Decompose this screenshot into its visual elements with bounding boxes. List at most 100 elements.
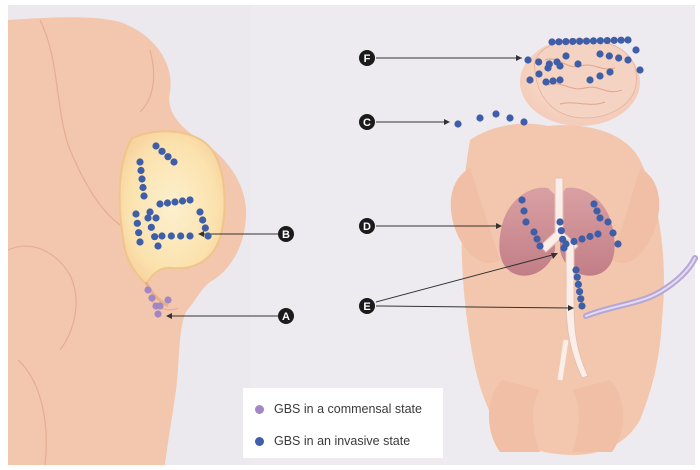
invasive-bacterium (177, 232, 184, 239)
invasive-bacterium (518, 196, 525, 203)
invasive-bacterium (556, 76, 563, 83)
invasive-bacterium (615, 54, 622, 61)
commensal-bacterium (156, 302, 163, 309)
invasive-bacterium (132, 210, 139, 217)
invasive-bacterium (156, 200, 163, 207)
invasive-bacterium (202, 224, 209, 231)
invasive-bacterium (152, 142, 159, 149)
invasive-bacterium (562, 52, 569, 59)
invasive-bacterium (139, 184, 146, 191)
marker-F: F (359, 50, 375, 66)
invasive-bacterium (536, 242, 543, 249)
invasive-bacterium (535, 70, 542, 77)
invasive-bacterium (152, 214, 159, 221)
invasive-bacterium (134, 220, 141, 227)
invasive-bacterium (606, 68, 613, 75)
invasive-bacterium (586, 233, 593, 240)
invasive-bacterium (535, 58, 542, 65)
invasive-bacterium (158, 148, 165, 155)
invasive-bacterium (196, 208, 203, 215)
invasive-bacterium (609, 229, 616, 236)
invasive-bacterium (576, 38, 583, 45)
commensal-bacterium (144, 286, 151, 293)
invasive-bacterium (562, 38, 569, 45)
svg-text:A: A (282, 311, 290, 323)
invasive-bacterium (454, 120, 461, 127)
invasive-bacterium (526, 76, 533, 83)
invasive-bacterium (136, 158, 143, 165)
invasive-bacterium (614, 240, 621, 247)
invasive-bacterium (168, 232, 175, 239)
invasive-bacterium (533, 235, 540, 242)
svg-text:D: D (363, 221, 371, 233)
commensal-bacterium (154, 310, 161, 317)
invasive-bacterium (492, 110, 499, 117)
invasive-bacterium (530, 228, 537, 235)
invasive-bacterium (617, 37, 624, 44)
invasive-bacterium (140, 192, 147, 199)
invasive-bacterium (158, 232, 165, 239)
invasive-bacterium (574, 274, 581, 281)
invasive-bacterium (578, 302, 585, 309)
invasive-bacterium (555, 38, 562, 45)
invasive-bacterium (520, 118, 527, 125)
invasive-bacterium (596, 72, 603, 79)
invasive-bacterium (520, 207, 527, 214)
invasive-bacterium (135, 229, 142, 236)
invasive-bacterium (611, 37, 618, 44)
invasive-bacterium (583, 37, 590, 44)
invasive-bacterium (186, 232, 193, 239)
svg-text:B: B (282, 229, 290, 241)
invasive-bacterium (604, 37, 611, 44)
invasive-bacterium (146, 208, 153, 215)
invasive-bacterium (136, 238, 143, 245)
marker-C: C (359, 114, 375, 130)
legend: GBS in a commensal state GBS in an invas… (243, 388, 443, 458)
invasive-bacterium (570, 238, 577, 245)
svg-text:F: F (364, 53, 371, 65)
invasive-bacterium (186, 196, 193, 203)
invasive-bacterium (170, 158, 177, 165)
legend-invasive-label: GBS in an invasive state (274, 434, 410, 448)
marker-E: E (359, 298, 375, 314)
legend-item-invasive: GBS in an invasive state (255, 434, 410, 448)
invasive-bacterium (569, 38, 576, 45)
invasive-bacterium (199, 216, 206, 223)
invasive-bacterium (624, 36, 631, 43)
invasive-bacterium (604, 218, 611, 225)
marker-B: B (278, 226, 294, 242)
invasive-bacterium (590, 200, 597, 207)
marker-A: A (278, 308, 294, 324)
invasive-bacterium (544, 64, 551, 71)
marker-D: D (359, 218, 375, 234)
invasive-bacterium (562, 240, 569, 247)
invasive-bacterium (578, 235, 585, 242)
invasive-bacterium (164, 153, 171, 160)
legend-commensal-label: GBS in a commensal state (274, 402, 422, 416)
invasive-bacterium (522, 218, 529, 225)
invasive-bacterium (597, 37, 604, 44)
invasive-bacterium (204, 232, 211, 239)
invasive-bacterium (594, 230, 601, 237)
invasive-bacterium (137, 167, 144, 174)
invasive-bacterium (558, 227, 565, 234)
invasive-bacterium (548, 38, 555, 45)
invasive-bacterium (586, 76, 593, 83)
invasive-bacterium (624, 56, 631, 63)
invasive-bacterium (572, 266, 579, 273)
invasive-bacterium (575, 281, 582, 288)
invasive-bacterium (549, 77, 556, 84)
invasive-bacterium (596, 50, 603, 57)
invasive-bacterium (171, 198, 178, 205)
invasive-bacterium (524, 56, 531, 63)
legend-item-commensal: GBS in a commensal state (255, 402, 422, 416)
invasive-bacterium (632, 46, 639, 53)
invasive-bacterium (577, 295, 584, 302)
invasive-bacterium (574, 60, 581, 67)
invasive-bacterium (476, 114, 483, 121)
invasive-bacterium (606, 52, 613, 59)
invasive-bacterium (164, 199, 171, 206)
invasive-bacterium (556, 218, 563, 225)
invasive-bacterium (636, 66, 643, 73)
